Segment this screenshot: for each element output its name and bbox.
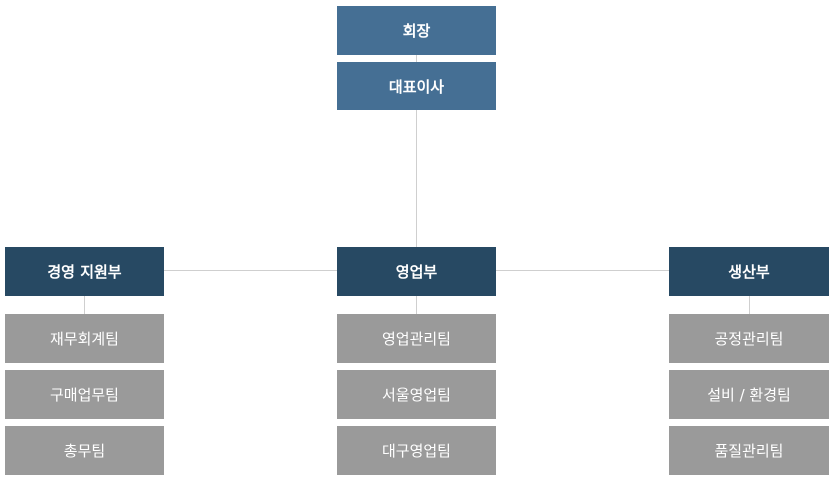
connector-dept1-to-teams (84, 296, 85, 314)
chairman-box: 회장 (337, 6, 496, 55)
team-box: 대구영업팀 (337, 426, 496, 475)
connector-chairman-to-ceo (416, 55, 417, 62)
team-box: 영업관리팀 (337, 314, 496, 363)
team-box: 공정관리팀 (669, 314, 829, 363)
department-sales: 영업부 (337, 247, 496, 296)
ceo-box: 대표이사 (337, 62, 496, 110)
department-management-support: 경영 지원부 (5, 247, 164, 296)
team-box: 설비 / 환경팀 (669, 370, 829, 419)
connector-ceo-to-departments (416, 110, 417, 247)
team-box: 품질관리팀 (669, 426, 829, 475)
team-box: 재무회계팀 (5, 314, 164, 363)
department-production: 생산부 (669, 247, 829, 296)
team-box: 총무팀 (5, 426, 164, 475)
connector-dept3-to-teams (749, 296, 750, 314)
team-box: 서울영업팀 (337, 370, 496, 419)
team-box: 구매업무팀 (5, 370, 164, 419)
connector-dept2-to-teams (416, 296, 417, 314)
